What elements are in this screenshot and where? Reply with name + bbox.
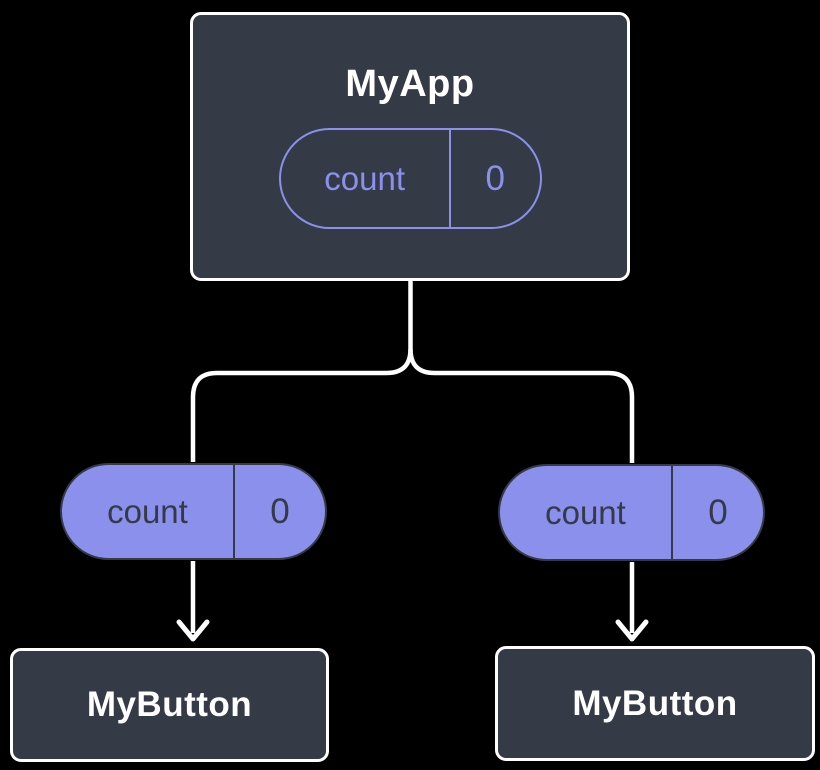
node-mybutton-right: MyButton	[495, 646, 815, 761]
prop-pill-left: count 0	[60, 463, 327, 560]
state-pill-value: 0	[485, 158, 505, 198]
state-pill-myapp: count 0	[278, 128, 542, 229]
connector-root-to-right-pill	[408, 348, 635, 463]
connector-root-to-left-pill	[190, 277, 413, 462]
arrow-right-head-icon	[615, 619, 649, 642]
arrow-left-head-icon	[176, 619, 210, 642]
prop-pill-left-key: count	[62, 465, 235, 558]
node-mybutton-right-title: MyButton	[572, 683, 738, 723]
node-mybutton-left-title: MyButton	[86, 685, 253, 724]
state-pill-key: count	[281, 130, 451, 227]
node-myapp-title: MyApp	[345, 63, 475, 105]
prop-pill-right: count 0	[498, 464, 765, 561]
prop-pill-right-value: 0	[708, 492, 728, 532]
node-mybutton-left: MyButton	[10, 648, 329, 762]
prop-pill-right-key: count	[500, 466, 673, 559]
prop-pill-left-value: 0	[270, 491, 290, 531]
node-myapp: MyApp count 0	[190, 12, 630, 281]
